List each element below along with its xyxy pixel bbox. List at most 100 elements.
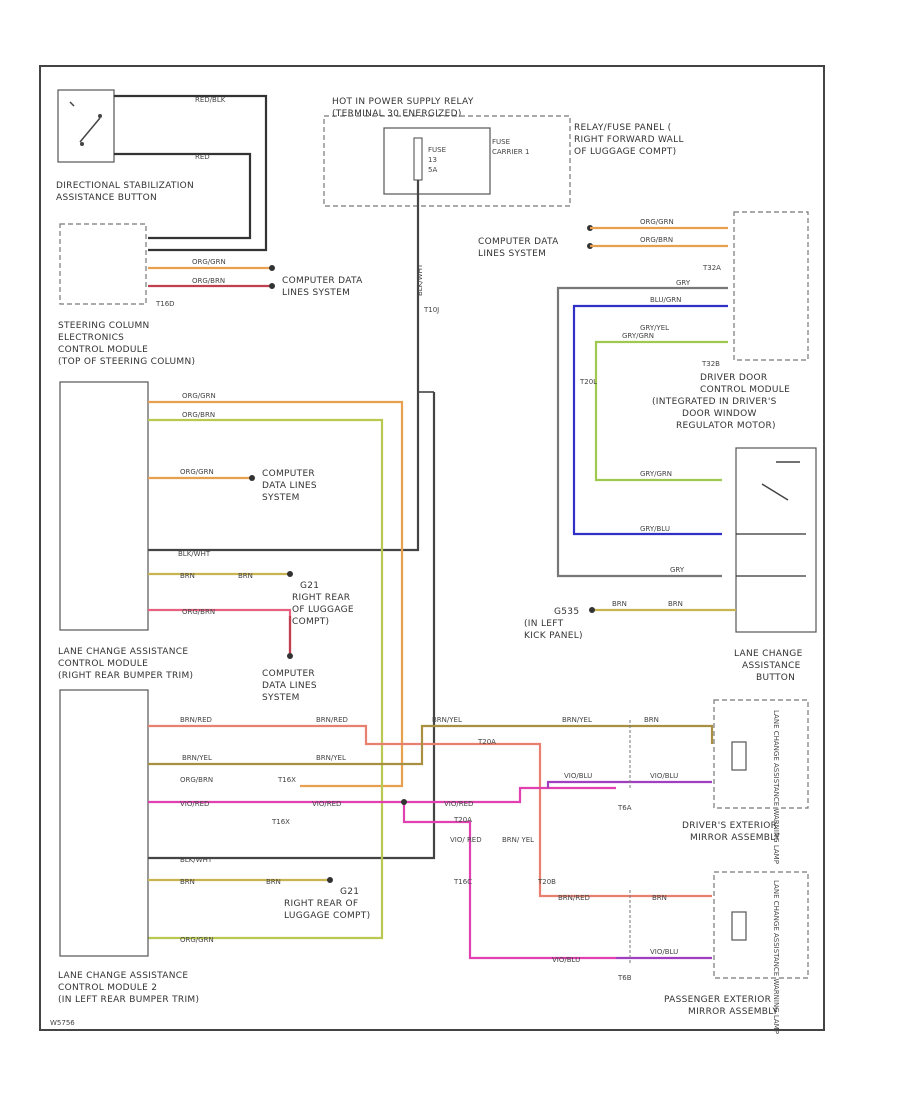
- steering-module-box: [59, 223, 147, 305]
- conn-t16x: T16X: [277, 776, 296, 784]
- conn-t32a: T32A: [702, 264, 721, 272]
- wl-gry-grn: GRY/GRN: [622, 332, 654, 340]
- wl-brn-g1: BRN: [612, 600, 627, 608]
- conn-t20b: T20B: [537, 878, 556, 886]
- wl-gry-btn: GRY: [670, 566, 685, 574]
- wl-brn-yel: BRN/YEL: [182, 754, 212, 762]
- switch-symbol: [79, 117, 101, 143]
- wl-mirror-d-2: BRN: [644, 716, 659, 724]
- conn-t20l: T20L: [579, 378, 597, 386]
- conn-t10j: T10J: [423, 306, 439, 314]
- diagram-frame: [39, 65, 825, 1031]
- wire-red-blk: [114, 94, 268, 252]
- wl-lca-org: ORG/BRN: [182, 608, 215, 616]
- fuse-symbol: [413, 137, 423, 181]
- wire-org-brn-lca: [148, 418, 384, 940]
- wl-brn-yel-short: BRN/ YEL: [502, 836, 534, 844]
- lca-module-label: LANE CHANGE ASSISTANCE CONTROL MODULE (R…: [58, 647, 193, 681]
- wl-brn-yel-3: BRN/YEL: [432, 716, 462, 724]
- stab-button-label: DIRECTIONAL STABILIZATION ASSISTANCE BUT…: [56, 181, 197, 203]
- wire-red: [114, 152, 252, 240]
- wl-vio-red-red: VIO/ RED: [450, 836, 482, 844]
- wl-mirror-d-3: VIO/BLU: [564, 772, 592, 780]
- lca-button-label: LANE CHANGE ASSISTANCE BUTTON: [734, 649, 806, 683]
- wire-gry-door: [556, 286, 728, 578]
- wire-brn-yel: [148, 724, 616, 766]
- conn-t20a: T20A: [477, 738, 496, 746]
- lca-module-box: [59, 381, 149, 631]
- relay-panel-label: RELAY/FUSE PANEL ( RIGHT FORWARD WALL OF…: [574, 123, 687, 157]
- wl-brn-red-2: BRN/RED: [316, 716, 348, 724]
- wl-lca2-brn1: BRN: [180, 878, 195, 886]
- conn-t16d: T16D: [155, 300, 175, 308]
- wl-blu-grn: BLU/GRN: [650, 296, 681, 304]
- pass-mirror-box: [713, 871, 809, 979]
- stab-button-box: [57, 89, 115, 163]
- wire-brn-mirror-d: [616, 724, 714, 744]
- driver-mirror-lamp-label: LANE CHANGE ASSISTANCE WARNING LAMP: [772, 710, 780, 864]
- wire-brn-red: [148, 724, 616, 898]
- wl-vio-red: VIO/RED: [180, 800, 209, 808]
- wl-brn-yel-2: BRN/YEL: [316, 754, 346, 762]
- wl-gry-door: GRY: [676, 279, 691, 287]
- wl-door-1: ORG/GRN: [640, 218, 674, 226]
- conn-t16c: T16C: [453, 878, 472, 886]
- wl-mirror-p-4: VIO/BLU: [650, 948, 678, 956]
- relay-box: [323, 115, 571, 207]
- conn-t16x-2: T16X: [271, 818, 290, 826]
- wl-mirror-d-1: BRN/YEL: [562, 716, 592, 724]
- wl-lca-1: ORG/GRN: [182, 392, 216, 400]
- pass-mirror-lamp-label: LANE CHANGE ASSISTANCE WARNING LAMP: [772, 880, 780, 1034]
- wl-lca2-org: ORG/BRN: [180, 776, 213, 784]
- driver-mirror-box: [713, 699, 809, 809]
- wl-gry-yel-top: GRY/YEL: [640, 324, 669, 332]
- wl-steer-2: ORG/BRN: [192, 277, 225, 285]
- wl-steer-1: ORG/GRN: [192, 258, 226, 266]
- wire-vio-red-pass: [402, 802, 616, 960]
- wl-lca2-blk: BLK/WHT: [180, 856, 213, 864]
- conn-t32b: T32B: [701, 360, 720, 368]
- wl-lca2-org2: ORG/GRN: [180, 936, 214, 944]
- wl-feed: BLK/WHT: [416, 263, 424, 296]
- wire-label-red-blk: RED/BLK: [195, 96, 226, 104]
- lca-module2-box: [59, 689, 149, 957]
- wl-mirror-p-1: BRN/RED: [558, 894, 590, 902]
- wire-org-grn-lca: [148, 400, 404, 788]
- wl-door-2: ORG/BRN: [640, 236, 673, 244]
- lca-module2-label: LANE CHANGE ASSISTANCE CONTROL MODULE 2 …: [58, 971, 199, 1005]
- wl-mirror-p-3: VIO/BLU: [552, 956, 580, 964]
- lca-button-box: [735, 447, 817, 633]
- wl-brn-g2: BRN: [668, 600, 683, 608]
- relay-label: HOT IN POWER SUPPLY RELAY(TERMINAL 30 EN…: [332, 97, 474, 119]
- wire-vio-red: [148, 786, 616, 804]
- conn-t6b: T6B: [617, 974, 632, 982]
- wl-gry-blu: GRY/BLU: [640, 525, 670, 533]
- wl-mirror-p-2: BRN: [652, 894, 667, 902]
- conn-t20a-2: T20A: [453, 816, 472, 824]
- wire-vio-blu-d: [546, 780, 712, 788]
- pass-mirror-lamp: [731, 911, 747, 941]
- wl-lca-blk: BLK/WHT: [178, 550, 211, 558]
- wl-mirror-d-4: VIO/BLU: [650, 772, 678, 780]
- wire-label-red: RED: [195, 153, 210, 161]
- wire-blk-wht-2: [148, 392, 436, 860]
- wl-lca-3: ORG/GRN: [180, 468, 214, 476]
- wl-vio-red-2: VIO/RED: [312, 800, 341, 808]
- wl-lca2-brn2: BRN: [266, 878, 281, 886]
- wire-blu-grn: [572, 304, 728, 536]
- steering-module-label: STEERING COLUMN ELECTRONICS CONTROL MODU…: [58, 321, 195, 367]
- wl-lca-brn1: BRN: [180, 572, 195, 580]
- conn-t6a: T6A: [617, 804, 632, 812]
